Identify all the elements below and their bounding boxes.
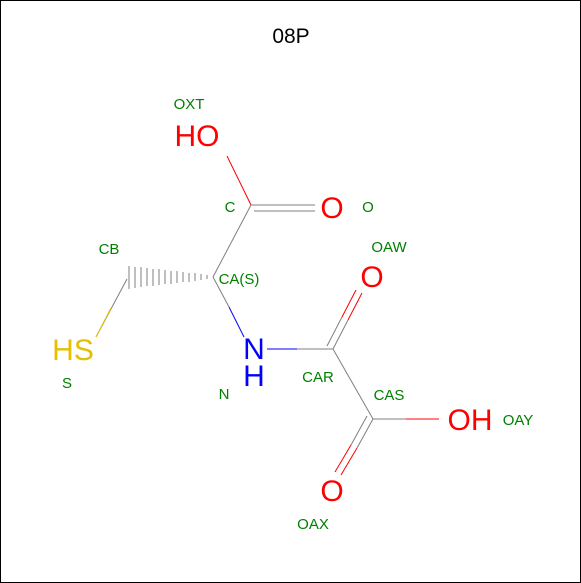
atom-o-symbol: O	[320, 192, 343, 225]
bond-c-oxt	[226, 155, 252, 206]
atom-sg-symbol: HS	[52, 334, 94, 367]
bonds	[95, 155, 439, 476]
bond-ca-n-n	[228, 306, 245, 338]
bond-ca-cb-hashed	[128, 266, 208, 289]
bond-car-oaw-a-o	[347, 292, 363, 321]
bond-car-cas	[332, 348, 374, 420]
bond-c-ca	[212, 204, 252, 278]
atom-oax-symbol: O	[320, 475, 343, 508]
atom-name-oaw: OAW	[371, 239, 407, 256]
atom-name-o: O	[362, 199, 374, 216]
atom-oay-symbol: OH	[448, 404, 493, 437]
atom-name-oay: OAY	[503, 412, 534, 429]
atom-names: OXT C O CB CA(S) OAW S N CAR CAS OAY OAX	[62, 96, 533, 533]
bond-cas-oax-b	[350, 415, 368, 446]
bond-car-oaw-b	[326, 316, 343, 347]
bond-cas-oax-b-o	[334, 444, 352, 473]
atom-name-cb: CB	[99, 241, 120, 258]
ligand-title: 08P	[272, 25, 309, 48]
element-symbols: HO O O HS N H OH O	[52, 120, 492, 508]
atom-name-s: S	[62, 375, 72, 392]
bond-cb-sg-s	[95, 307, 112, 338]
atom-n-hydrogen-symbol: H	[243, 360, 265, 393]
bond-cas-oax-a-o	[340, 447, 358, 476]
atom-name-n: N	[219, 386, 230, 403]
atom-oxt-symbol: HO	[175, 120, 220, 153]
bond-car-oaw-a	[332, 319, 349, 350]
atom-name-cas: CAS	[374, 387, 405, 404]
bond-ca-n	[212, 276, 230, 308]
atom-name-ca: CA(S)	[219, 271, 260, 288]
atom-oaw-symbol: O	[360, 261, 383, 294]
atom-name-c: C	[225, 199, 236, 216]
atom-n-symbol: N	[243, 333, 265, 366]
atom-name-oax: OAX	[297, 516, 329, 533]
bond-cas-oax-a	[356, 418, 374, 449]
atom-name-oxt: OXT	[174, 96, 205, 113]
atom-name-car: CAR	[302, 369, 334, 386]
bond-car-oaw-b-o	[341, 289, 357, 318]
